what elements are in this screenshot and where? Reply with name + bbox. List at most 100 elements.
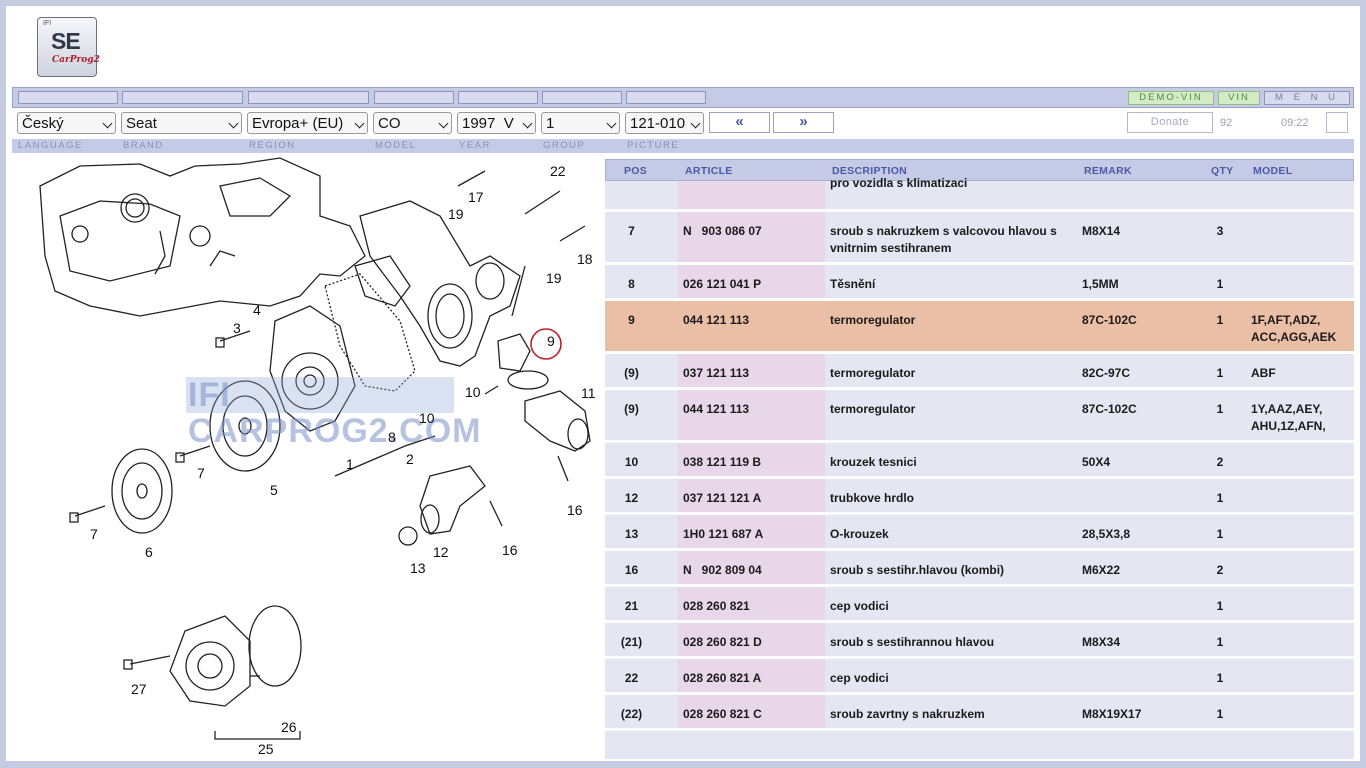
row-pos: (9) (624, 402, 639, 416)
next-picture-button[interactable]: » (773, 112, 834, 133)
row-description: sroub s sestihr.hlavou (kombi) (830, 563, 1005, 577)
region-label: REGION (249, 140, 296, 151)
vin-button[interactable]: VIN (1218, 91, 1260, 105)
header-pos[interactable]: POS (624, 165, 648, 177)
row-description: cep vodici (830, 671, 889, 685)
article-column-bg (678, 265, 825, 298)
callout-number[interactable]: 5 (270, 482, 278, 498)
header-remark[interactable]: REMARK (1084, 165, 1132, 177)
callout-number[interactable]: 2 (406, 451, 414, 467)
row-model: ABF (1251, 366, 1276, 380)
donate-button[interactable]: Donate (1127, 112, 1213, 133)
callout-number[interactable]: 13 (410, 560, 426, 576)
callout-number[interactable]: 11 (581, 385, 596, 401)
blank-field-group[interactable] (542, 91, 622, 104)
row-pos: 16 (624, 563, 639, 577)
demo-vin-button[interactable]: DEMO-VIN (1128, 91, 1214, 105)
row-model: 1Y,AAZ,AEY, AHU,1Z,AFN, (1251, 402, 1326, 433)
row-article: 037 121 113 (683, 366, 750, 380)
blank-field-picture[interactable] (626, 91, 706, 104)
article-column-bg (678, 659, 825, 692)
callout-number[interactable]: 8 (388, 429, 396, 445)
callout-number[interactable]: 7 (197, 465, 205, 481)
callout-number[interactable]: 25 (258, 741, 274, 756)
row-article: 1H0 121 687 A (683, 527, 764, 541)
blank-field-region[interactable] (248, 91, 369, 104)
row-remark: 1,5MM (1082, 277, 1119, 291)
header-qty[interactable]: QTY (1211, 165, 1234, 177)
menu-button[interactable]: M E N U (1264, 91, 1350, 105)
callout-number[interactable]: 17 (468, 189, 484, 205)
chevron-down-icon (354, 118, 365, 129)
callout-number[interactable]: 6 (145, 544, 153, 560)
blank-field-year[interactable] (458, 91, 538, 104)
picture-select[interactable]: 121-010 (625, 112, 704, 134)
row-description: sroub zavrtny s nakruzkem (830, 707, 985, 721)
callout-number[interactable]: 19 (448, 206, 464, 222)
table-row-partial[interactable]: pro vozidla s klimatizaci (605, 176, 1354, 212)
row-description: sroub s sestihrannou hlavou (830, 635, 995, 649)
year-select[interactable]: 1997 V (457, 112, 536, 134)
chevron-down-icon (102, 118, 113, 129)
callout-number[interactable]: 27 (131, 681, 147, 697)
callout-number[interactable]: 1 (346, 456, 354, 472)
header-article[interactable]: ARTICLE (685, 165, 733, 177)
callout-number[interactable]: 7 (90, 526, 98, 542)
callout-number[interactable]: 4 (253, 302, 261, 318)
small-input-box[interactable] (1326, 112, 1348, 133)
top-field-bar: DEMO-VIN VIN M E N U (12, 87, 1354, 108)
group-label: GROUP (543, 140, 586, 151)
brand-select[interactable]: Seat (121, 112, 242, 134)
language-select[interactable]: Český (17, 112, 116, 134)
row-pos: 22 (624, 671, 639, 685)
row-pos: 9 (628, 313, 635, 327)
callout-number[interactable]: 10 (465, 384, 481, 400)
row-pos: 12 (624, 491, 639, 505)
row-remark: 87C-102C (1082, 313, 1137, 327)
article-column-bg (678, 551, 825, 584)
header-model[interactable]: MODEL (1253, 165, 1293, 177)
callout-number[interactable]: 12 (433, 544, 449, 560)
callout-number[interactable]: 16 (502, 542, 518, 558)
blank-field-language[interactable] (18, 91, 118, 104)
blank-field-model[interactable] (374, 91, 454, 104)
row-qty: 1 (1216, 277, 1224, 291)
chevron-down-icon (438, 118, 449, 129)
callout-number[interactable]: 16 (567, 502, 583, 518)
callout-number[interactable]: 10 (419, 410, 435, 426)
blank-field-brand[interactable] (122, 91, 243, 104)
callout-number[interactable]: 18 (577, 251, 593, 267)
region-select[interactable]: Evropa+ (EU) (247, 112, 368, 134)
header-description[interactable]: DESCRIPTION (832, 165, 908, 177)
article-column-bg (678, 443, 825, 476)
row-qty: 1 (1216, 527, 1224, 541)
app-logo[interactable]: IFI SE CarProg2 (37, 17, 100, 77)
callout-number[interactable]: 3 (233, 320, 241, 336)
group-select[interactable]: 1 (541, 112, 620, 134)
row-article: 028 260 821 A (683, 671, 762, 685)
picture-select-value: 121-010 (630, 115, 686, 132)
chevron-down-icon (690, 118, 701, 129)
prev-picture-button[interactable]: « (709, 112, 770, 133)
callout-number[interactable]: 26 (281, 719, 297, 735)
row-description: trubkove hrdlo (830, 491, 915, 505)
chevron-down-icon (228, 118, 239, 129)
model-select[interactable]: CO (373, 112, 452, 134)
callout-number[interactable]: 19 (546, 270, 562, 286)
callout-number[interactable]: 22 (550, 163, 566, 179)
callout-number[interactable]: 9 (547, 333, 555, 349)
